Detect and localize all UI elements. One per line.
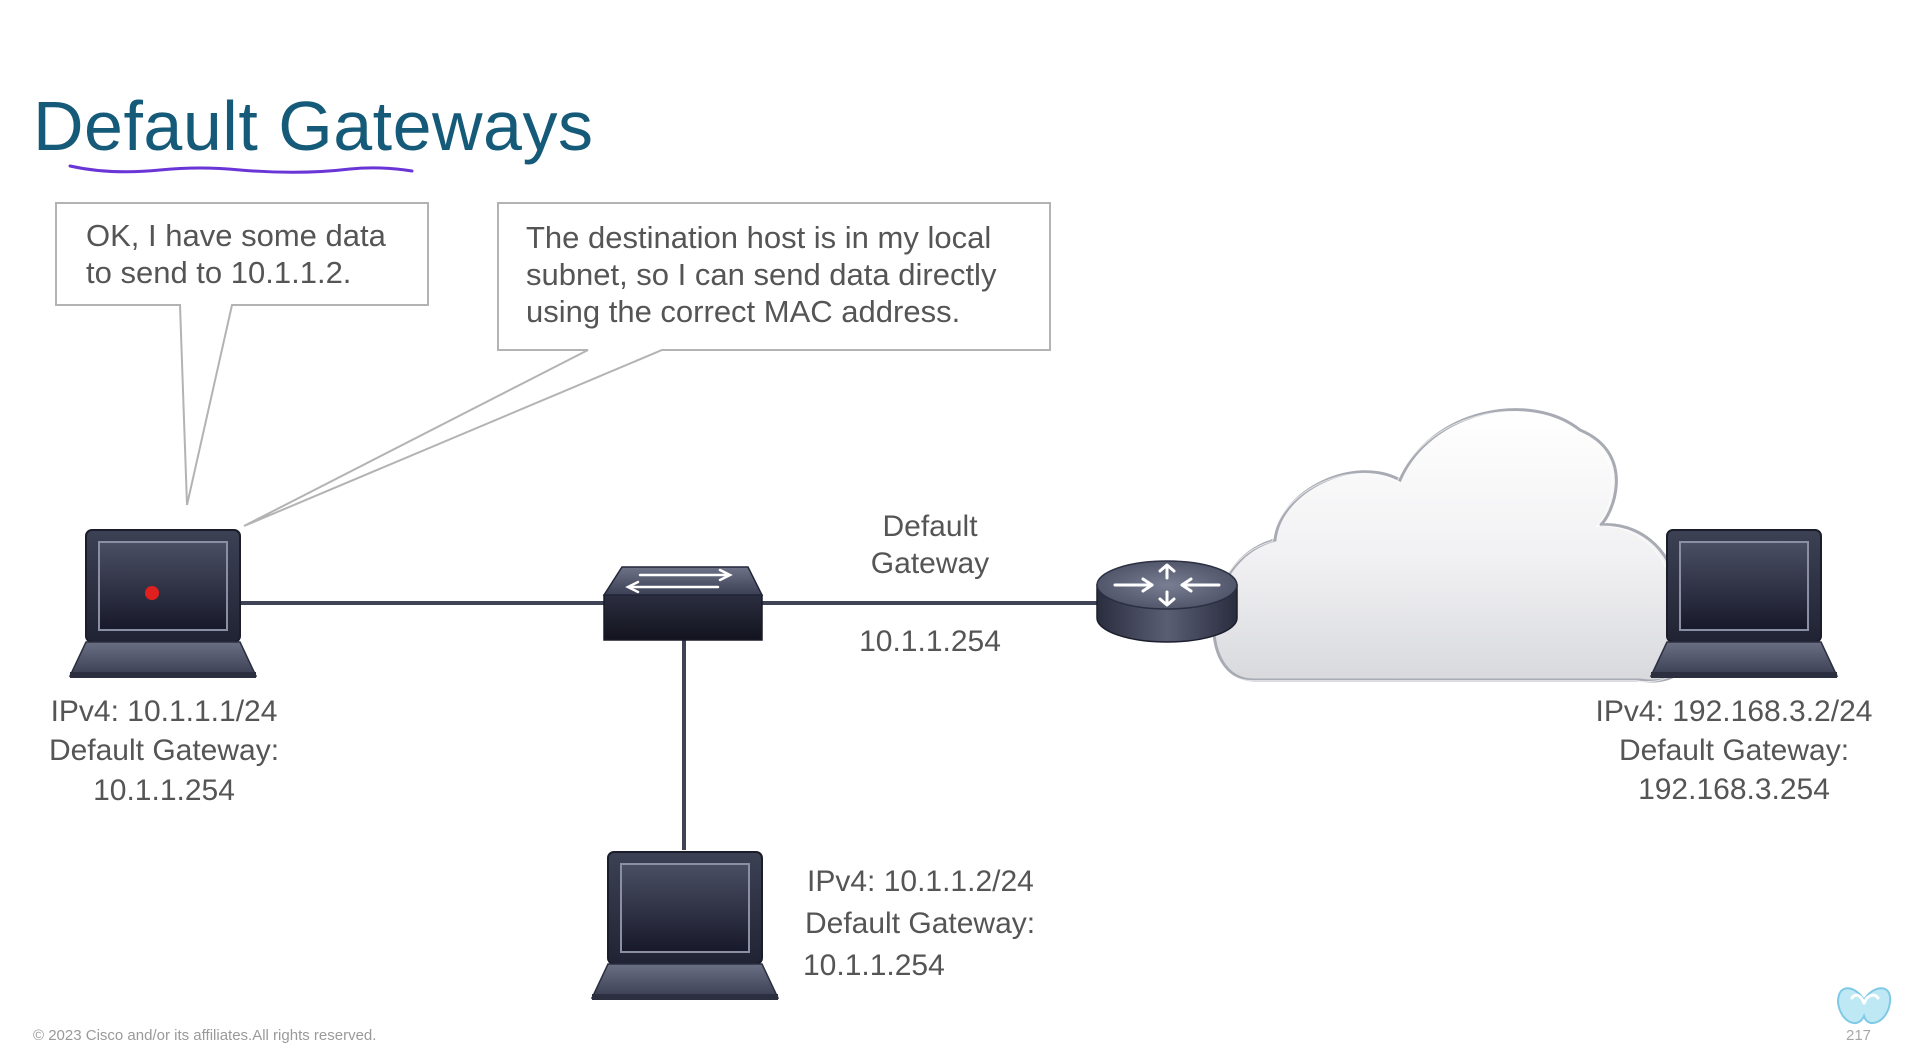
bubble-line: using the correct MAC address. — [526, 294, 961, 329]
host-c-gateway-label: Default Gateway: — [1618, 734, 1850, 767]
host-b-gateway-label: Default Gateway: — [805, 907, 1036, 940]
laptop-host-b-icon — [591, 851, 779, 1001]
speech-bubble-sender — [55, 202, 429, 506]
gateway-label-line1: Default — [882, 510, 978, 543]
host-a-gateway-label: Default Gateway: — [48, 734, 280, 767]
host-c-ipv4: IPv4: 192.168.3.2/24 — [1595, 695, 1873, 728]
page-title: Default Gateways — [33, 87, 594, 165]
laptop-host-c-icon — [1650, 529, 1838, 679]
speech-bubble-local-subnet-text: The destination host is in my local subn… — [526, 219, 996, 330]
bubble-line: The destination host is in my local — [526, 220, 992, 255]
bubble-line: OK, I have some data — [86, 218, 386, 253]
pointer-dot — [145, 586, 159, 600]
laptop-host-a-icon — [69, 529, 257, 679]
host-b-gateway: 10.1.1.254 — [803, 949, 945, 982]
gateway-label-line2: Gateway — [870, 547, 990, 580]
bubble-line: subnet, so I can send data directly — [526, 257, 997, 292]
bubble-line: to send to 10.1.1.2. — [86, 255, 352, 290]
switch-icon — [602, 566, 764, 641]
default-gateway-label: Default Gateway — [820, 508, 1040, 582]
speech-bubble-local-subnet — [243, 202, 1051, 527]
page-number: 217 — [1846, 1027, 1872, 1044]
host-a-ipv4: IPv4: 10.1.1.1/24 — [50, 695, 278, 728]
internet-cloud — [1212, 408, 1701, 683]
app-logo-icon — [1836, 987, 1892, 1024]
default-gateway-ip: 10.1.1.254 — [859, 625, 1001, 658]
speech-bubble-sender-text: OK, I have some data to send to 10.1.1.2… — [86, 217, 386, 291]
host-c-gateway: 192.168.3.254 — [1638, 773, 1830, 806]
host-b-ipv4: IPv4: 10.1.1.2/24 — [807, 865, 1034, 898]
copyright-footer: © 2023 Cisco and/or its affiliates.All r… — [33, 1027, 377, 1044]
router-icon — [1096, 560, 1238, 643]
title-underline — [68, 164, 414, 174]
host-a-gateway: 10.1.1.254 — [93, 774, 235, 807]
